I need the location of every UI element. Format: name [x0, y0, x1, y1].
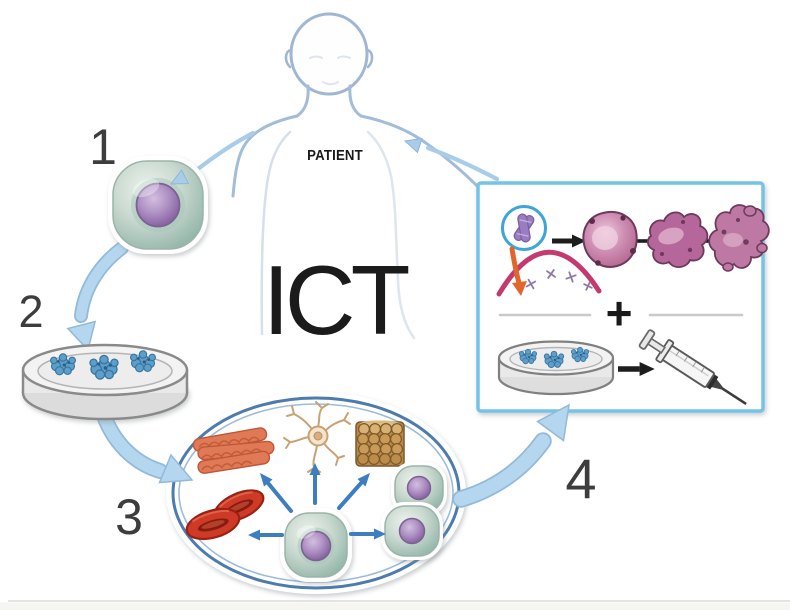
culture-dish-icon [21, 343, 189, 421]
correction-orange-arrow [509, 246, 527, 296]
culture-dish-small-icon [497, 340, 615, 396]
differentiation-ellipse-icon [166, 392, 466, 594]
step-3-label: 3 [115, 489, 143, 545]
differentiation-arrows-icon [248, 463, 386, 541]
arrowhead-into-dish [66, 320, 97, 352]
patient-face-features [309, 55, 351, 86]
arrow-box-to-patient [403, 137, 500, 182]
chromosome-icon [501, 205, 547, 251]
step-1-label: 1 [89, 119, 117, 175]
gene-correction-arc-icon [496, 246, 602, 297]
muscle-tissue-icon [192, 427, 275, 474]
stem-cell-icon [280, 508, 352, 582]
reprogrammed-cell-icon [582, 211, 638, 268]
page-edge-line [0, 600, 790, 610]
epithelial-tissue-icon [355, 420, 405, 467]
arrow-dish-to-ellipse [94, 402, 194, 484]
self-renewal-cells-icon [381, 462, 447, 560]
plus-sign-label: + [605, 287, 633, 339]
patient-label: PATIENT [307, 147, 363, 164]
patient-figure-icon [231, 12, 492, 340]
arrow-ellipse-to-box [452, 403, 570, 508]
neuron-icon [283, 401, 351, 473]
step-4-label: 4 [565, 447, 597, 510]
arrow-patient-to-cell [191, 130, 256, 175]
gene-correction-box [476, 181, 770, 413]
syringe-icon [638, 329, 747, 406]
embryoid-body-icon [647, 211, 709, 268]
arrow-cell-to-dish [74, 241, 129, 323]
diagram-title: ICT [262, 245, 411, 355]
arrowhead-into-cell [169, 169, 190, 185]
differentiated-tissue-icon [708, 204, 770, 272]
step-2-label: 2 [18, 286, 44, 337]
red-blood-cells-icon [185, 489, 265, 541]
